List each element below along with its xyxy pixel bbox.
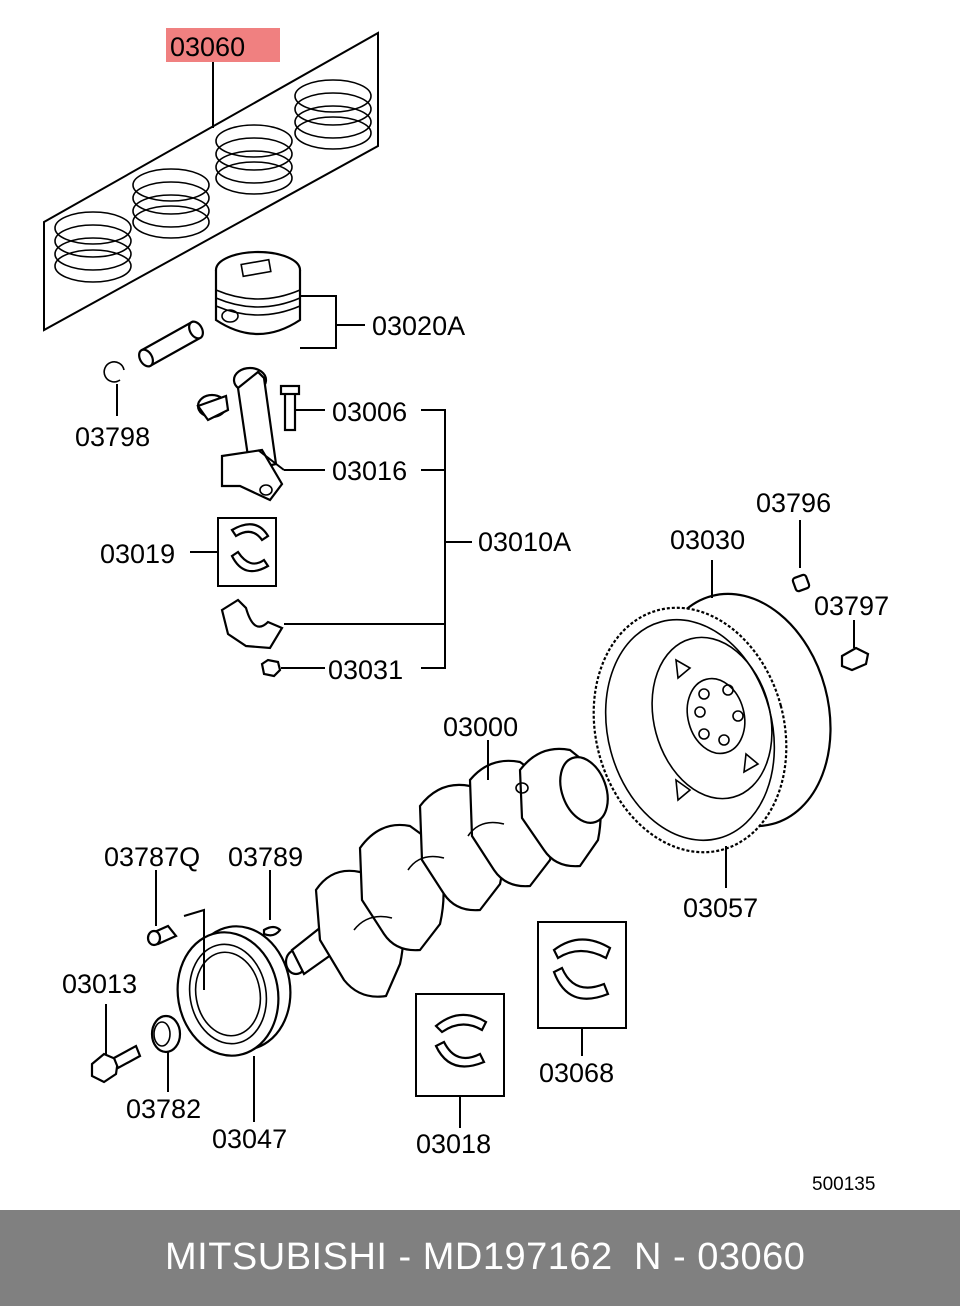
piston-ring-set [43,31,379,332]
callout-03019: 03019 [100,539,175,569]
connecting-rod-cap [220,598,284,650]
callout-03010A: 03010A [478,527,571,557]
snap-ring [103,361,125,416]
callout-03000: 03000 [443,712,518,742]
parts-diagram: 03060 03020A 03798 03006 03016 03010A 03… [43,31,889,1195]
callout-03789: 03789 [228,842,303,872]
connecting-rod [196,366,284,502]
callout-03060: 03060 [170,32,245,62]
connecting-rod-bolt [279,384,325,432]
highlighted-callout-box [166,28,280,62]
flywheel [592,592,832,854]
connecting-rod-nut [260,658,325,678]
pulley-bolt [90,1004,142,1084]
dowel-pin [791,520,811,593]
callout-03057: 03057 [683,893,758,923]
crankshaft [284,747,609,998]
callout-03013: 03013 [62,969,137,999]
footer-bar: MITSUBISHI - MD197162 N - 03060 [0,1210,960,1306]
callout-03016: 03016 [332,456,407,486]
callout-03018: 03018 [416,1129,491,1159]
connecting-rod-bearing [190,517,277,587]
callout-03031: 03031 [328,655,403,685]
flywheel-bolt [840,620,870,672]
woodruff-key [262,870,282,937]
callout-03798: 03798 [75,422,150,452]
callout-03068: 03068 [539,1058,614,1088]
piston-pin [138,320,204,368]
callout-03006: 03006 [332,397,407,427]
main-bearing-thrust [537,921,627,1056]
diagram-id: 500135 [812,1174,875,1195]
footer-ref: N - 03060 [634,1236,806,1278]
crankshaft-pulley [176,908,292,1122]
callout-03796: 03796 [756,488,831,518]
callout-03047: 03047 [212,1124,287,1154]
pulley-washer [150,1014,182,1092]
footer-brand-part: MITSUBISHI - MD197162 [165,1236,613,1278]
pulley-bolt-small [146,870,178,947]
callout-03787Q: 03787Q [104,842,200,872]
callout-03797: 03797 [814,591,889,621]
piston [214,250,302,336]
main-bearing-lower [415,993,505,1128]
callout-03020A: 03020A [372,311,465,341]
callout-03782: 03782 [126,1094,201,1124]
callout-03030: 03030 [670,525,745,555]
